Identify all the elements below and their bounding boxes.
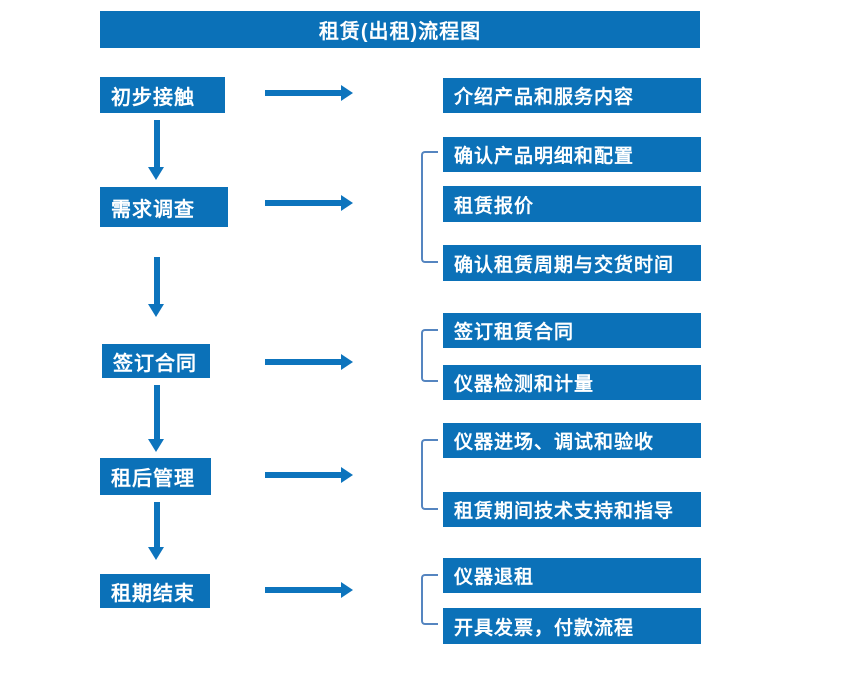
detail-box-instrument-return: 仪器退租 (443, 558, 701, 593)
arrow-head-icon (148, 439, 164, 452)
arrow-head-icon (341, 582, 353, 598)
arrow-right-4 (265, 467, 353, 483)
arrow-head-icon (341, 195, 353, 211)
arrow-down-2 (148, 257, 165, 317)
bracket-needs-survey (421, 151, 438, 263)
detail-box-confirm-period-delivery: 确认租赁周期与交货时间 (443, 245, 701, 281)
arrow-head-icon (148, 547, 164, 560)
arrow-shaft (265, 359, 342, 365)
arrow-shaft (265, 90, 342, 96)
arrow-right-5 (265, 582, 353, 598)
step-box-needs-survey: 需求调查 (100, 187, 228, 227)
detail-box-introduce-products: 介绍产品和服务内容 (443, 78, 701, 113)
arrow-shaft (265, 587, 342, 593)
bracket-sign-contract (421, 329, 438, 382)
detail-box-instrument-setup: 仪器进场、调试和验收 (443, 423, 701, 458)
arrow-shaft (153, 257, 160, 304)
detail-box-sign-rental-contract: 签订租赁合同 (443, 313, 701, 348)
step-box-sign-contract: 签订合同 (102, 344, 210, 378)
arrow-shaft (265, 200, 342, 206)
detail-box-rental-quote: 租赁报价 (443, 186, 701, 222)
detail-box-confirm-product-config: 确认产品明细和配置 (443, 137, 701, 172)
arrow-right-3 (265, 354, 353, 370)
arrow-head-icon (148, 304, 164, 317)
arrow-down-1 (148, 120, 165, 180)
bracket-rental-end (421, 574, 438, 625)
arrow-head-icon (341, 467, 353, 483)
arrow-down-3 (148, 385, 165, 452)
arrow-shaft (153, 120, 160, 167)
detail-box-invoice-payment: 开具发票，付款流程 (443, 608, 701, 644)
step-box-initial-contact: 初步接触 (100, 77, 225, 113)
step-box-rental-end: 租期结束 (100, 574, 210, 608)
arrow-right-1 (265, 85, 353, 101)
detail-box-instrument-inspection: 仪器检测和计量 (443, 365, 701, 400)
step-box-post-rental-management: 租后管理 (100, 458, 211, 495)
arrow-down-4 (148, 502, 165, 560)
flowchart-title: 租赁(出租)流程图 (100, 11, 700, 48)
arrow-right-2 (265, 195, 353, 211)
bracket-post-rental (421, 439, 438, 510)
arrow-head-icon (341, 354, 353, 370)
arrow-shaft (265, 472, 342, 478)
detail-box-tech-support: 租赁期间技术支持和指导 (443, 492, 701, 527)
arrow-shaft (153, 502, 160, 547)
arrow-head-icon (148, 167, 164, 180)
arrow-head-icon (341, 85, 353, 101)
arrow-shaft (153, 385, 160, 439)
